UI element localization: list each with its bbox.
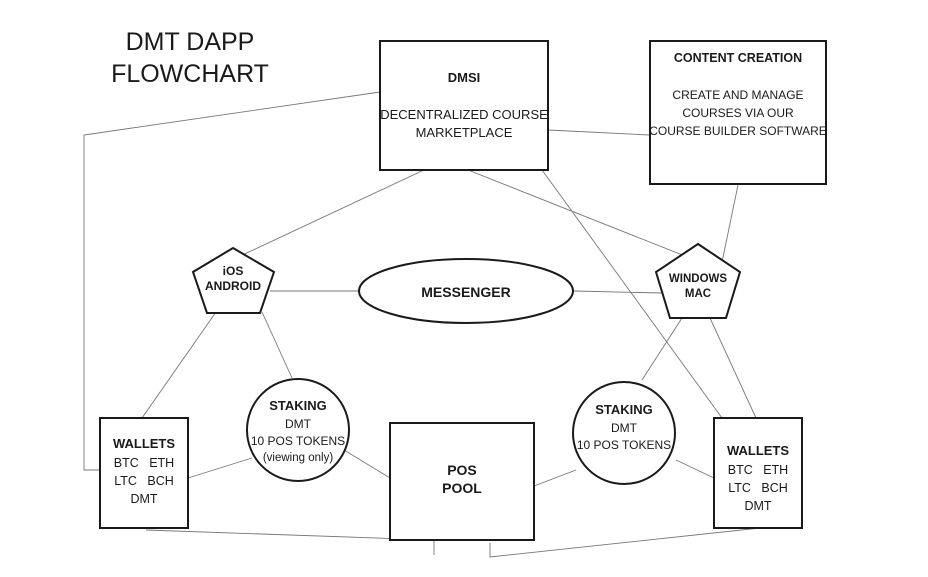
ios-android-node: iOS ANDROID <box>191 246 276 314</box>
connector-left-staking-to-pos <box>343 449 391 479</box>
content-creation-box <box>649 40 827 185</box>
right-wallets-line-1: BTC ETH <box>728 463 788 477</box>
left-staking-heading: STAKING <box>269 398 327 413</box>
dmsi-line-1: DECENTRALIZED COURSE <box>380 107 548 122</box>
ios-label: iOS <box>223 264 244 278</box>
connector-windows-to-right-staking <box>641 317 683 381</box>
android-label: ANDROID <box>205 279 261 293</box>
pos-pool-node: POS POOL <box>389 422 535 541</box>
content-creation-node: CONTENT CREATION CREATE AND MANAGE COURS… <box>649 40 827 185</box>
dmsi-heading: DMSI <box>448 70 481 85</box>
left-staking-circle <box>246 378 350 482</box>
right-staking-line-2: 10 POS TOKENS <box>577 438 671 452</box>
flowchart-title: DMT DAPP FLOWCHART <box>111 28 269 88</box>
right-staking-node: STAKING DMT 10 POS TOKENS <box>572 381 676 485</box>
dmsi-box <box>379 40 549 171</box>
connector-dmsi-to-ios <box>235 169 425 259</box>
content-creation-line-1: CREATE AND MANAGE <box>672 88 803 102</box>
connector-content-to-windows <box>721 184 739 263</box>
left-wallets-heading: WALLETS <box>113 436 175 451</box>
title-line-1: DMT DAPP <box>126 28 255 56</box>
pos-label: POS <box>447 462 477 478</box>
right-wallets-heading: WALLETS <box>727 443 789 458</box>
content-creation-line-2: COURSES VIA OUR <box>682 106 794 120</box>
connector-right-staking-to-right-wallets <box>675 459 715 479</box>
mac-label: MAC <box>685 288 711 300</box>
messenger-ellipse <box>358 258 574 324</box>
connector-dmsi-to-left-wallets <box>83 91 381 471</box>
left-staking-node: STAKING DMT 10 POS TOKENS (viewing only) <box>246 378 350 482</box>
right-staking-heading: STAKING <box>595 402 653 417</box>
left-wallets-line-2: LTC BCH <box>114 474 174 488</box>
left-wallets-line-1: BTC ETH <box>114 456 174 470</box>
content-creation-line-3: COURSE BUILDER SOFTWARE <box>649 124 827 138</box>
pool-label: POOL <box>442 480 482 496</box>
connector-dmsi-to-content-creation <box>547 129 651 136</box>
messenger-label: MESSENGER <box>421 284 510 300</box>
connector-left-wallets-to-left-staking <box>187 457 253 479</box>
right-wallets-line-3: DMT <box>744 499 771 513</box>
right-wallets-line-2: LTC BCH <box>728 481 788 495</box>
dmsi-node: DMSI DECENTRALIZED COURSE MARKETPLACE <box>379 40 549 171</box>
left-wallets-line-3: DMT <box>130 492 157 506</box>
right-staking-circle <box>572 381 676 485</box>
messenger-node: MESSENGER <box>358 258 574 324</box>
dmsi-line-2: MARKETPLACE <box>416 125 513 140</box>
right-wallets-node: WALLETS BTC ETH LTC BCH DMT <box>713 417 803 529</box>
title-line-2: FLOWCHART <box>111 60 269 88</box>
connector-dmsi-to-windows <box>467 169 691 259</box>
content-creation-heading: CONTENT CREATION <box>674 51 802 65</box>
connector-ios-to-left-wallets <box>141 311 217 419</box>
connector-right-wallets-to-pos-bottom <box>489 527 761 558</box>
windows-mac-node: WINDOWS MAC <box>654 242 742 319</box>
connector-ios-to-left-staking <box>261 311 293 379</box>
left-wallets-node: WALLETS BTC ETH LTC BCH DMT <box>99 417 189 529</box>
connector-windows-to-right-wallets <box>709 317 757 419</box>
left-staking-line-3: (viewing only) <box>263 452 333 464</box>
connector-pos-to-right-staking <box>533 469 577 487</box>
right-wallets-box <box>713 417 803 529</box>
left-staking-line-2: 10 POS TOKENS <box>251 434 345 448</box>
left-staking-line-1: DMT <box>285 417 312 431</box>
connector-dmsi-to-right-wallets <box>541 169 723 419</box>
connector-messenger-to-windows <box>573 290 663 294</box>
pos-pool-box <box>389 422 535 541</box>
ios-android-pentagon <box>191 246 276 314</box>
right-staking-line-1: DMT <box>611 421 638 435</box>
windows-mac-pentagon <box>654 242 742 319</box>
windows-label: WINDOWS <box>669 273 727 285</box>
left-wallets-box <box>99 417 189 529</box>
